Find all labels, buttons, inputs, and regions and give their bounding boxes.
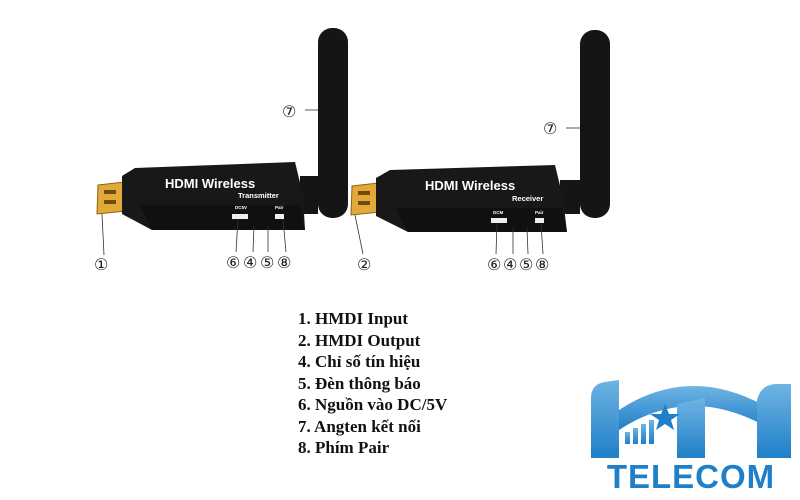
callout-power-receiver: ⑥ (487, 255, 501, 274)
receiver-device: HDMI Wireless Receiver DCM Pair ② ⑥ ④ ⑤ … (350, 30, 610, 274)
transmitter-pair-label: Pair (275, 205, 284, 210)
transmitter-antenna (300, 28, 348, 218)
legend-item: 4. Chỉ số tín hiệu (298, 352, 421, 371)
callout-power-transmitter: ⑥ (226, 253, 240, 272)
callout-antenna-receiver: ⑦ (543, 119, 557, 138)
transmitter-port-label: DC5V (235, 205, 247, 210)
receiver-hdmi-plug (350, 182, 381, 216)
receiver-pair-button (535, 218, 544, 223)
transmitter-hdmi-plug (96, 181, 127, 215)
callout-pair-receiver: ⑧ (535, 255, 549, 274)
logo-mark (591, 380, 791, 458)
receiver-port-label: DCM (493, 210, 503, 215)
callout-signal-receiver: ④ (503, 255, 517, 274)
legend-item: 2. HMDI Output (298, 330, 421, 350)
transmitter-pair-button (275, 214, 284, 219)
transmitter-subtitle: Transmitter (238, 191, 279, 200)
transmitter-device: HDMI Wireless Transmitter DC5V Pair ① ⑥ … (94, 28, 348, 274)
legend-item: 6. Nguồn vào DC/5V (298, 395, 448, 414)
callout-hdmi-input: ① (94, 255, 108, 274)
receiver-power-port (491, 218, 507, 223)
transmitter-title: HDMI Wireless (165, 176, 255, 191)
callout-pair-transmitter: ⑧ (277, 253, 291, 272)
callout-antenna-transmitter: ⑦ (282, 102, 296, 121)
transmitter-leaders (101, 109, 318, 256)
callout-notify-transmitter: ⑤ (260, 253, 274, 272)
receiver-leaders (354, 127, 580, 255)
receiver-title: HDMI Wireless (425, 178, 515, 193)
callout-signal-transmitter: ④ (243, 253, 257, 272)
callout-hdmi-output: ② (357, 255, 371, 274)
receiver-subtitle: Receiver (512, 194, 543, 203)
receiver-antenna (560, 30, 610, 218)
transmitter-power-port (232, 214, 248, 219)
receiver-pair-label: Pair (535, 210, 544, 215)
legend-item: 5. Đèn thông báo (298, 373, 421, 393)
legend-item: 1. HMDI Input (298, 309, 409, 328)
star-icon (650, 404, 680, 430)
callout-notify-receiver: ⑤ (519, 255, 533, 274)
legend-item: 8. Phím Pair (298, 438, 390, 457)
logo-wordmark: TELECOM (606, 458, 776, 495)
legend-list: 1. HMDI Input 2. HMDI Output 4. Chỉ số t… (298, 308, 447, 459)
legend-item: 7. Angten kết nối (298, 416, 421, 436)
company-logo (591, 380, 791, 458)
